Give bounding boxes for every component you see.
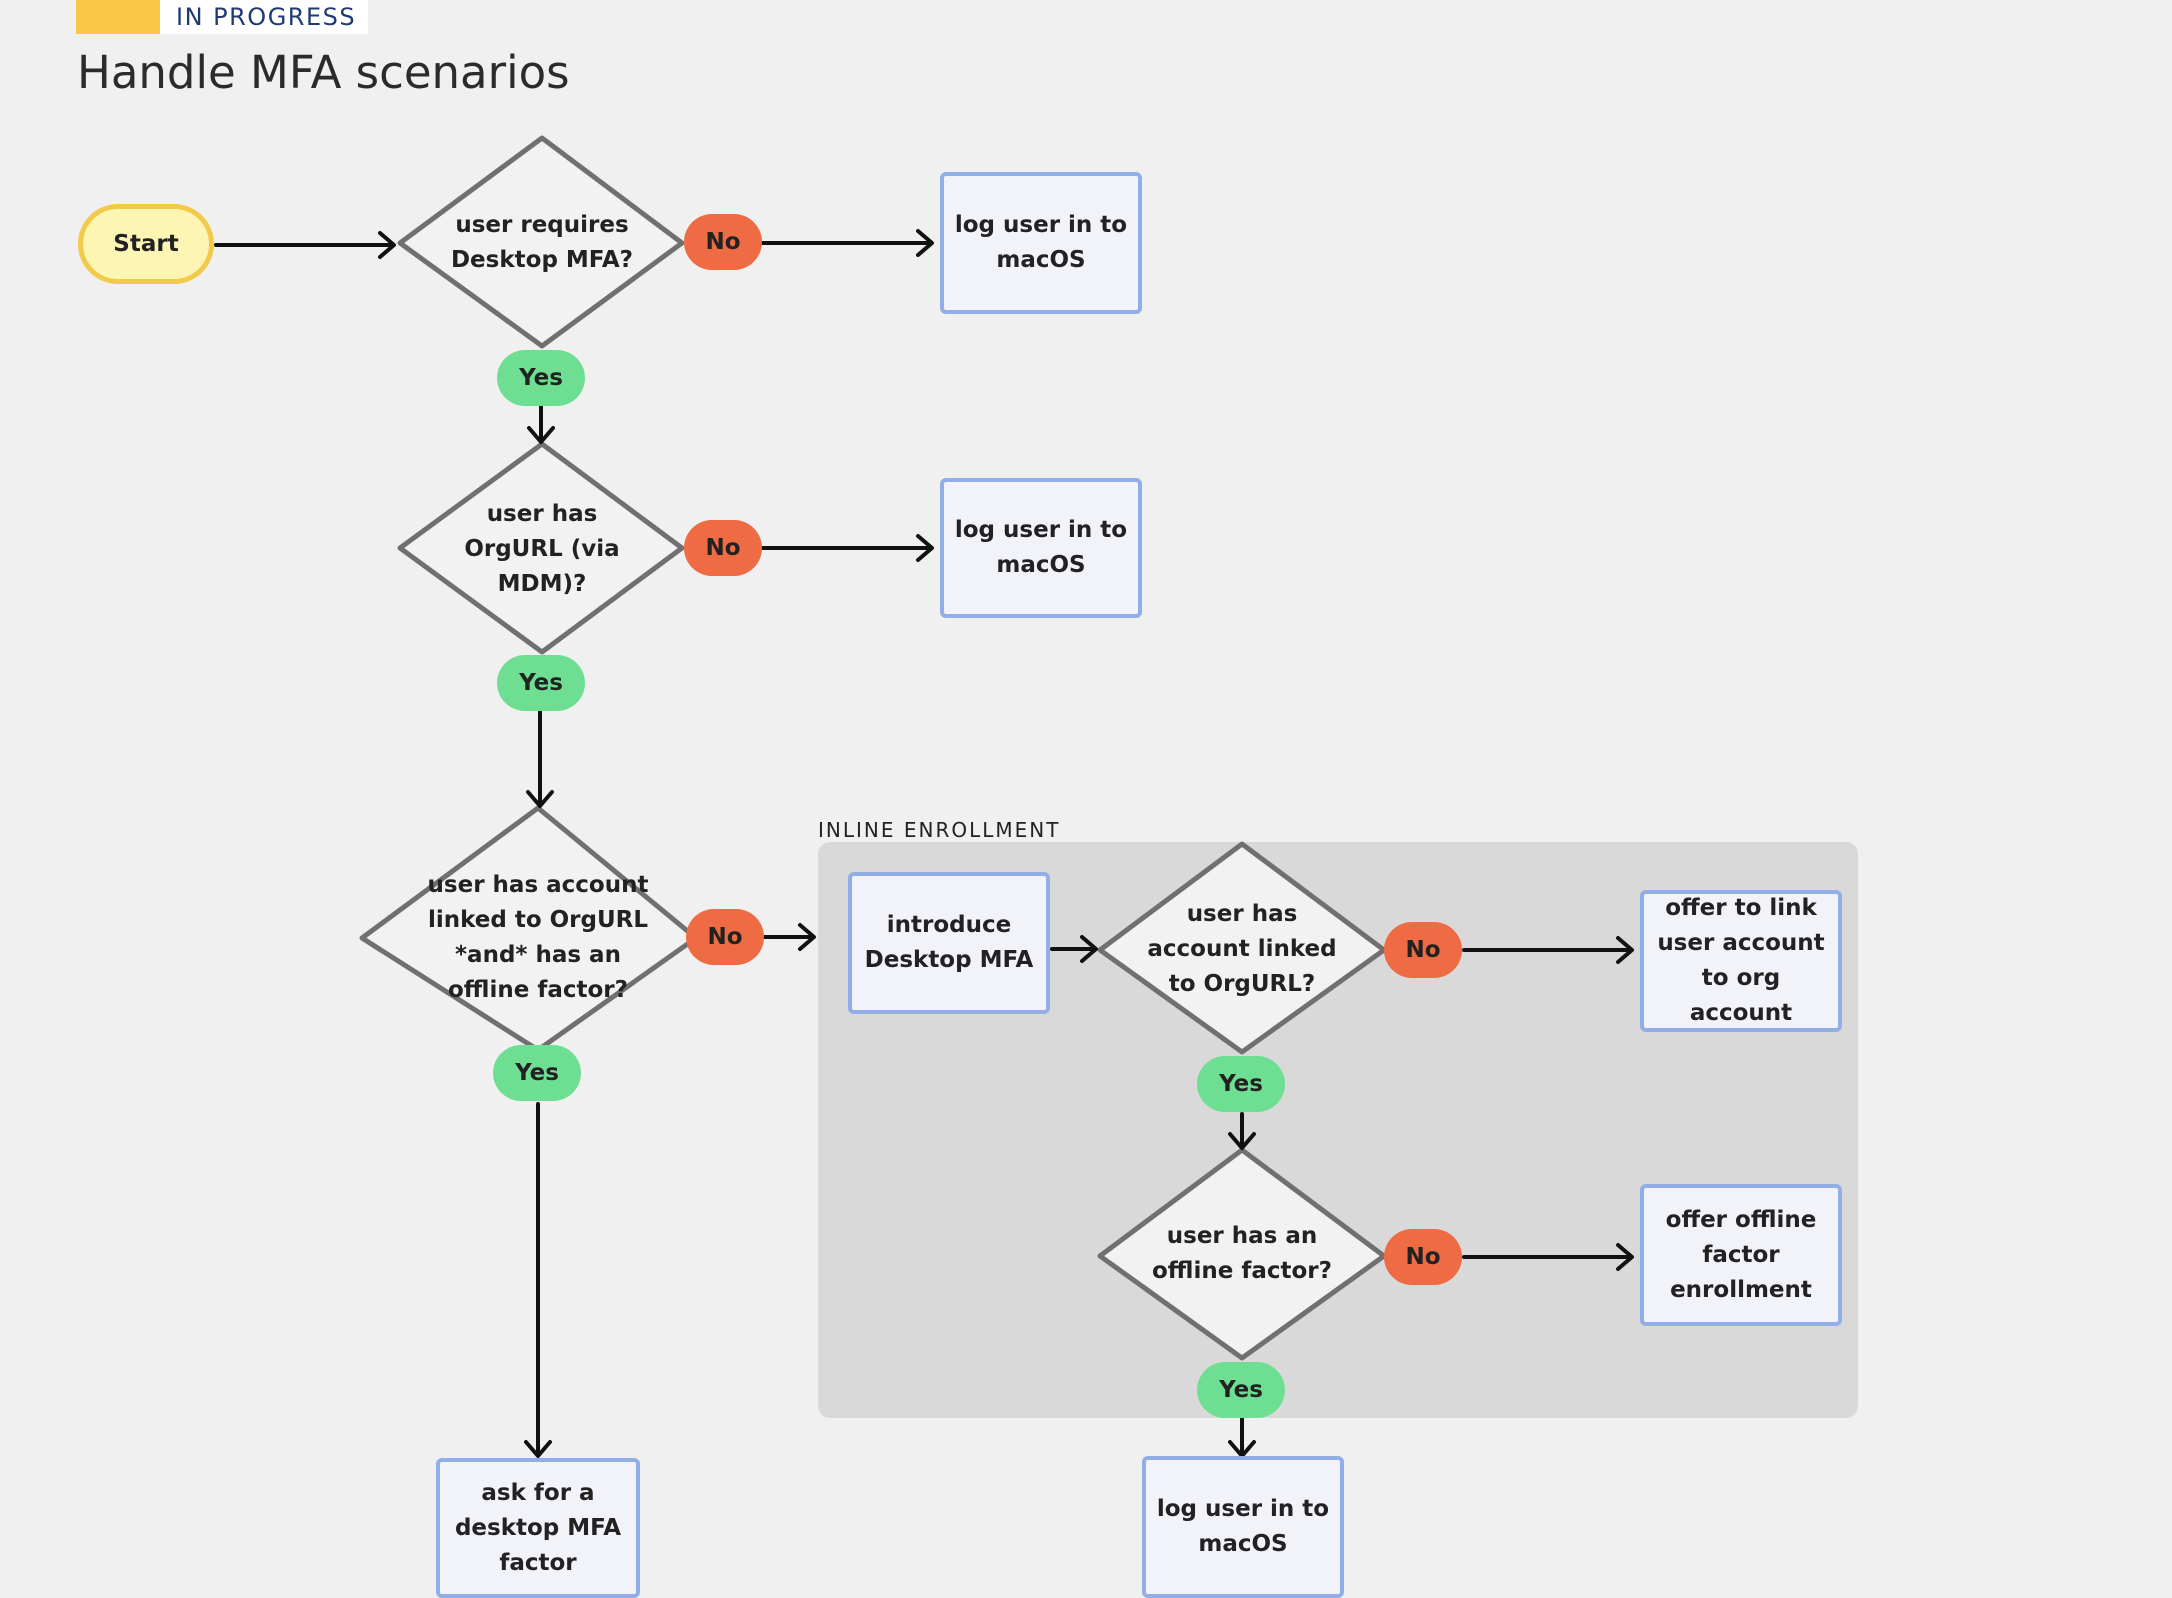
decision-d1-shape <box>397 135 685 349</box>
process-log-in-1: log user in to macOS <box>940 172 1142 314</box>
no-badge-d1: No <box>684 214 762 270</box>
group-label: INLINE ENROLLMENT <box>818 818 1061 842</box>
connector-d1-p1 <box>760 229 934 257</box>
decision-d4-shape <box>1097 841 1387 1055</box>
decision-d2-label: user has OrgURL (via MDM)? <box>464 500 620 597</box>
yes-badge-d5: Yes <box>1197 1362 1285 1418</box>
connector-d4-d5 <box>1228 1112 1256 1150</box>
decision-d4-label: user has account linked to OrgURL? <box>1147 900 1337 997</box>
yes-badge-d3: Yes <box>493 1045 581 1101</box>
connector-d5-p5 <box>1462 1243 1634 1271</box>
status-label: IN PROGRESS <box>176 3 357 31</box>
no-badge-d2: No <box>684 520 762 576</box>
process-log-in-3: log user in to macOS <box>1142 1456 1344 1598</box>
no-badge-d5: No <box>1384 1229 1462 1285</box>
connector-d1-d2 <box>527 404 555 444</box>
decision-d1-label: user requires Desktop MFA? <box>450 212 634 273</box>
start-node: Start <box>78 204 214 284</box>
process-offer-offline-factor: offer offline factor enrollment <box>1640 1184 1842 1326</box>
decision-d5-shape <box>1097 1147 1387 1361</box>
process-ask-desktop-mfa-factor: ask for a desktop MFA factor <box>436 1458 640 1598</box>
status-tag: IN PROGRESS <box>76 0 369 34</box>
connector-d2-p2 <box>760 534 934 562</box>
process-log-in-2: log user in to macOS <box>940 478 1142 618</box>
connector-d2-d3 <box>526 710 554 808</box>
process-introduce-desktop-mfa: introduce Desktop MFA <box>848 872 1050 1014</box>
connector-d3-p3 <box>762 923 816 951</box>
no-badge-d4: No <box>1384 922 1462 978</box>
status-color-swatch <box>76 0 160 34</box>
connector-d5-p7 <box>1228 1417 1256 1458</box>
connector-start-d1 <box>214 231 396 259</box>
decision-d5-label: user has an offline factor? <box>1152 1223 1332 1284</box>
no-badge-d3: No <box>686 909 764 965</box>
decision-d3-label: user has account linked to OrgURL *and* … <box>427 872 649 1003</box>
yes-badge-d4: Yes <box>1197 1056 1285 1112</box>
decision-d2-shape <box>397 441 685 655</box>
process-offer-link-account: offer to link user account to org accoun… <box>1640 890 1842 1032</box>
connector-d4-p4 <box>1462 936 1634 964</box>
connector-p3-d4 <box>1050 935 1098 963</box>
page-title: Handle MFA scenarios <box>77 46 570 99</box>
yes-badge-d2: Yes <box>497 655 585 711</box>
connector-d3-p6 <box>524 1102 552 1458</box>
yes-badge-d1: Yes <box>497 350 585 406</box>
